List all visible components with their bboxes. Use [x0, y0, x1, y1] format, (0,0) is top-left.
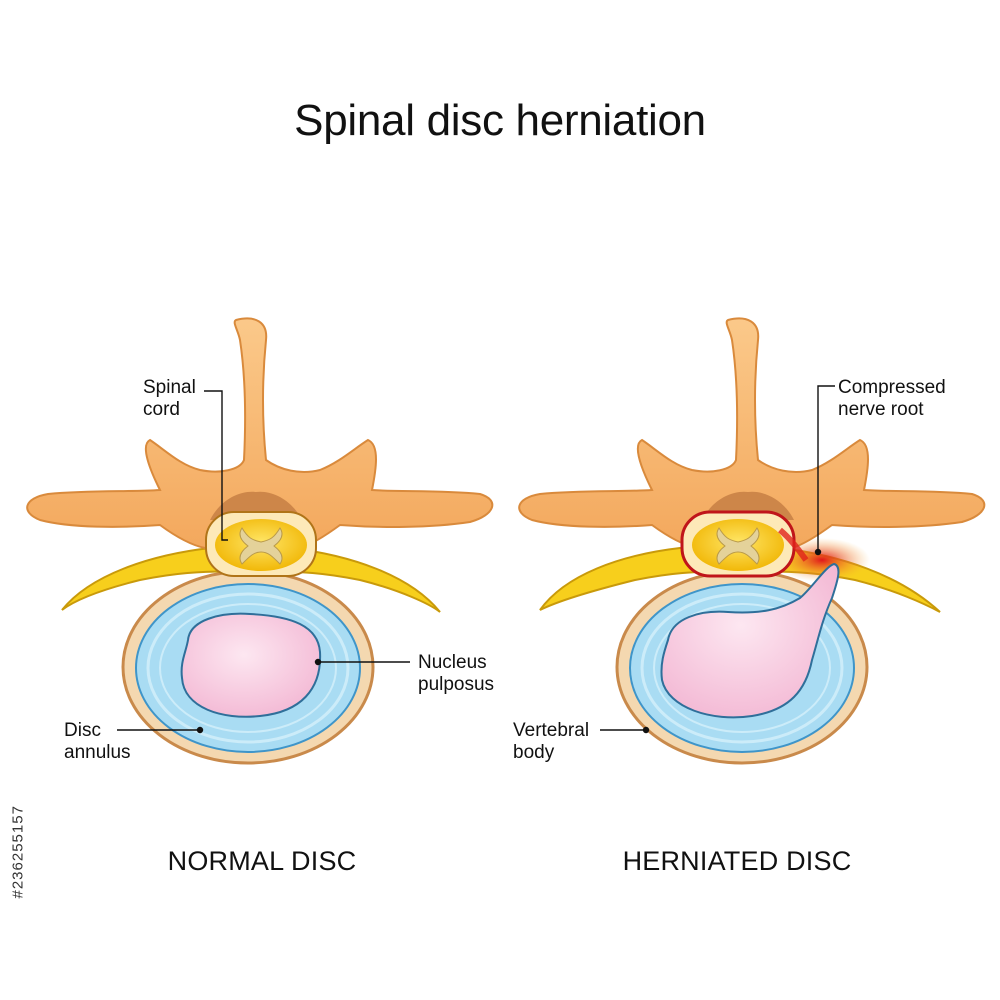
label-nucleus-pulposus: Nucleus pulposus: [418, 652, 494, 696]
label-spinal-cord-line2: cord: [143, 399, 180, 420]
label-spinal-cord: Spinal cord: [143, 377, 196, 421]
label-vertebral-body: Vertebral body: [513, 720, 589, 764]
leader-spinal-cord: [204, 390, 228, 541]
label-compressed-nerve-root-line1: Compressed: [838, 377, 946, 398]
label-vertebral-body-line1: Vertebral: [513, 720, 590, 741]
label-disc-annulus-line2: annulus: [64, 742, 131, 763]
label-spinal-cord-line1: Spinal: [143, 377, 196, 398]
label-nucleus-pulposus-line2: pulposus: [418, 674, 495, 695]
leader-compressed-nerve-root: [817, 385, 835, 552]
label-compressed-nerve-root: Compressed nerve root: [838, 377, 946, 421]
label-compressed-nerve-root-line2: nerve root: [838, 399, 924, 420]
nucleus-pulposus-herniated: [660, 562, 840, 719]
page-title: Spinal disc herniation: [294, 96, 706, 145]
normal-vertebra: [26, 317, 494, 765]
stock-id: #236255157: [9, 805, 27, 899]
caption-herniated-disc: HERNIATED DISC: [622, 846, 852, 876]
label-nucleus-pulposus-line1: Nucleus: [418, 652, 487, 673]
caption-normal-disc: NORMAL DISC: [167, 846, 357, 876]
herniated-vertebra: [518, 317, 986, 765]
label-disc-annulus-line1: Disc: [64, 720, 101, 741]
label-disc-annulus: Disc annulus: [64, 720, 131, 764]
label-vertebral-body-line2: body: [513, 742, 555, 763]
nucleus-pulposus-normal: [180, 612, 322, 718]
